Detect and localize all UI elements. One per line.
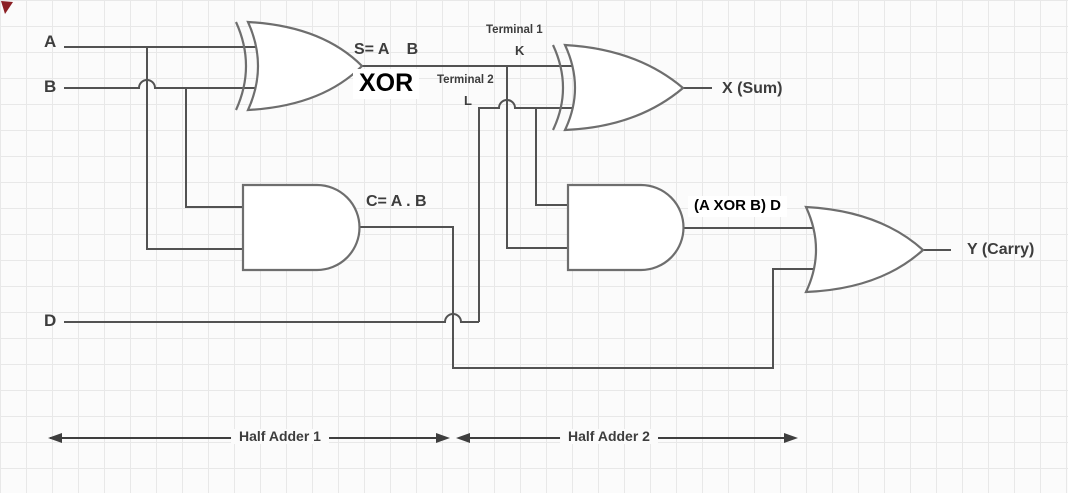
wire-and1-carry-rail: [359, 226, 818, 369]
wire-a-to-and1: [146, 47, 246, 250]
terminal-1-label: Terminal 1: [486, 24, 543, 36]
wire-terminal-k-to-and2: [506, 66, 572, 249]
and1-output-label: C= A . B: [366, 193, 427, 210]
arrowhead-right-icon: [784, 433, 798, 443]
and2-gate: [566, 183, 685, 272]
carry-output-label: Y (Carry): [967, 241, 1035, 258]
input-label-b: B: [44, 77, 57, 96]
terminal-2-label: Terminal 2: [437, 74, 494, 86]
sum-output-label: X (Sum): [722, 80, 783, 97]
terminal-l-label: L: [464, 93, 472, 108]
arrowhead-right-icon: [436, 433, 450, 443]
wire-d-riser-terminal-l: [478, 99, 576, 322]
terminal-k-label: K: [515, 43, 525, 58]
half-adder-2-label: Half Adder 2: [560, 428, 658, 445]
arrowhead-left-icon: [48, 433, 62, 443]
wire-input-d: [64, 313, 479, 323]
half-adder-1-label: Half Adder 1: [231, 428, 329, 445]
wire-input-b: [64, 79, 260, 89]
xor-annotation: XOR: [353, 69, 420, 99]
xor1-output-label: S= A B: [354, 41, 419, 58]
and2-output-annotation: (A XOR B) D: [688, 196, 787, 217]
red-corner-mark-icon: [1, 1, 13, 14]
or-gate: [804, 205, 925, 294]
xor2-gate-back-curve: [552, 44, 565, 131]
wire-b-to-and1: [185, 88, 246, 208]
and1-gate: [241, 183, 361, 272]
input-label-d: D: [44, 311, 57, 330]
arrowhead-left-icon: [456, 433, 470, 443]
input-label-a: A: [44, 32, 57, 51]
xor1-gate: [246, 20, 364, 112]
xor1-gate-back-curve: [234, 21, 248, 111]
xor2-gate: [563, 43, 685, 132]
wire-l-to-and2: [535, 108, 572, 206]
